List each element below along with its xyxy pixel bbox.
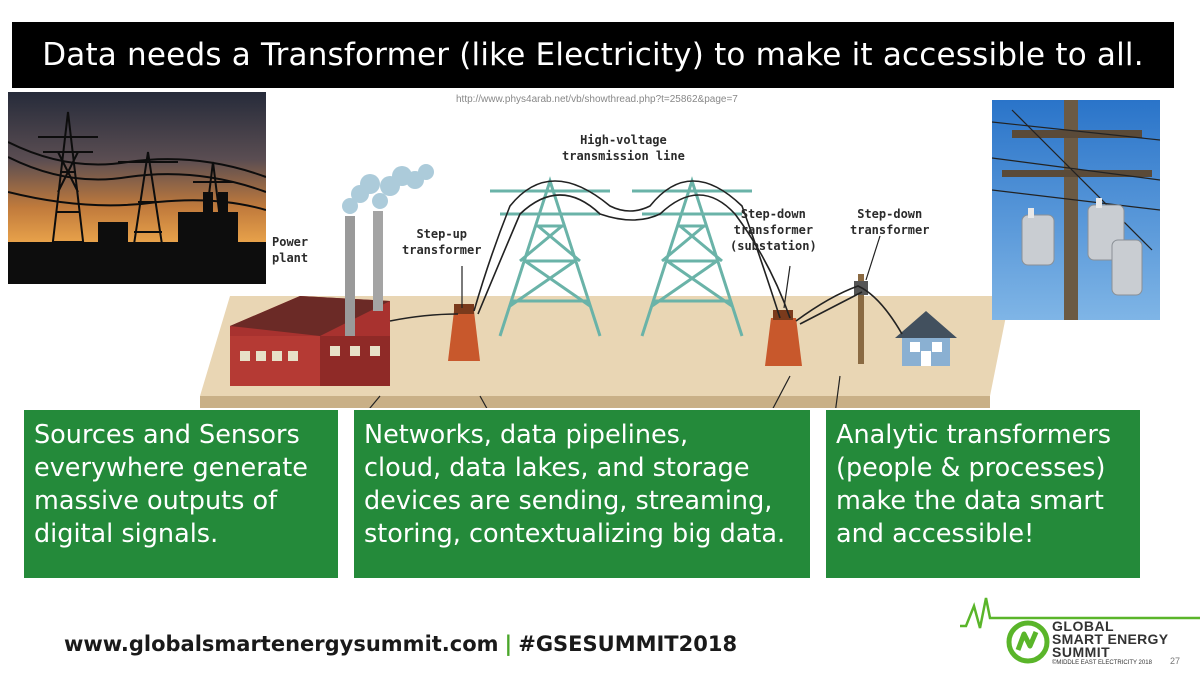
box-line: make the data smart xyxy=(836,486,1104,516)
electricity-transmission-diagram: Power plant Step-up transformer High-vol… xyxy=(190,96,1035,415)
page-number: 27 xyxy=(1170,656,1181,666)
label-step-down-substation: Step-down transformer (substation) xyxy=(730,207,817,253)
source-url: http://www.phys4arab.net/vb/showthread.p… xyxy=(456,94,738,105)
label-high-voltage-line: High-voltage transmission line xyxy=(562,133,685,163)
website-link[interactable]: www.globalsmartenergysummit.com xyxy=(64,632,499,656)
analytic-transformers-box: Analytic transformers (people & processe… xyxy=(824,408,1142,580)
label-step-down-transformer: Step-down transformer xyxy=(850,207,930,237)
networks-pipelines-box: Networks, data pipelines, cloud, data la… xyxy=(352,408,812,580)
box-line: Networks, data pipelines, xyxy=(364,420,689,450)
power-lines-sunset-photo xyxy=(8,92,266,284)
box-line: everywhere generate xyxy=(34,453,308,483)
title-bar: Data needs a Transformer (like Electrici… xyxy=(12,22,1174,88)
hashtag: #GSESUMMIT2018 xyxy=(518,632,738,656)
logo-text: GLOBAL SMART ENERGY SUMMIT ©MIDDLE EAST … xyxy=(1052,618,1169,666)
box-line: and accessible! xyxy=(836,519,1035,549)
box-line: (people & processes) xyxy=(836,453,1106,483)
lightning-line-graphic xyxy=(960,597,1200,629)
pole-transformer-photo xyxy=(992,100,1160,320)
footer: www.globalsmartenergysummit.com|#GSESUMM… xyxy=(64,632,737,656)
box-line: Sources and Sensors xyxy=(34,420,300,450)
sources-sensors-box: Sources and Sensors everywhere generate … xyxy=(22,408,340,580)
slide-title: Data needs a Transformer (like Electrici… xyxy=(42,37,1144,73)
box-line: cloud, data lakes, and storage xyxy=(364,453,750,483)
box-line: Analytic transformers xyxy=(836,420,1112,450)
footer-separator: | xyxy=(504,632,513,656)
label-power-plant: Power plant xyxy=(272,235,309,265)
label-step-up-transformer: Step-up transformer xyxy=(402,227,482,257)
box-line: digital signals. xyxy=(34,519,219,549)
box-line: devices are sending, streaming, xyxy=(364,486,773,516)
box-line: massive outputs of xyxy=(34,486,278,516)
box-line: storing, contextualizing big data. xyxy=(364,519,786,549)
gse-summit-logo-icon xyxy=(1006,620,1050,664)
